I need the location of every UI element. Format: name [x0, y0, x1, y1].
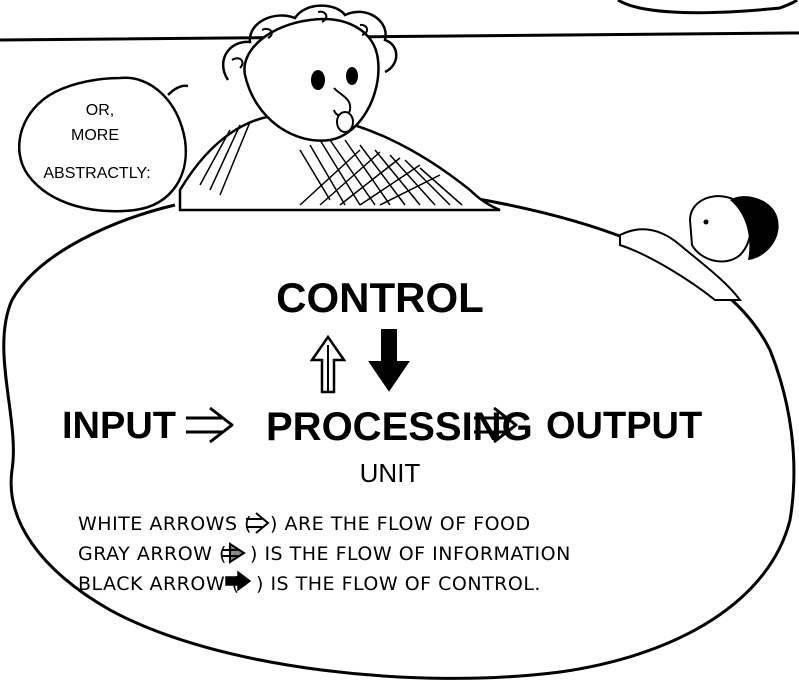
gray-arrow-up-icon: [309, 334, 347, 394]
input-label: INPUT: [62, 405, 176, 447]
panel-border-line: [0, 31, 799, 42]
white-arrow-output-icon: [474, 406, 518, 444]
legend-white-prefix: WHITE ARROWS (: [78, 513, 252, 535]
white-arrow-input-icon: [186, 406, 234, 444]
legend-gray-prefix: GRAY ARROW (: [78, 543, 227, 565]
speech-bubble: OR, MORE ABSTRACTLY:: [18, 76, 189, 213]
legend-white-arrow-icon: [246, 512, 270, 534]
processing-label: PROCESSING: [266, 405, 533, 449]
speech-line-1: OR,: [86, 102, 114, 119]
control-label: CONTROL: [276, 274, 484, 321]
small-character: [619, 195, 779, 301]
speech-line-2: MORE: [71, 127, 119, 144]
black-arrow-down-icon: [368, 329, 410, 392]
legend-white-suffix: ) ARE THE FLOW OF FOOD: [270, 513, 531, 535]
speech-line-3: ABSTRACTLY:: [43, 165, 150, 182]
legend-black-prefix: BLACK ARROW (: [78, 573, 240, 595]
legend: WHITE ARROWS ( ) ARE THE FLOW OF FOOD GR…: [78, 512, 571, 595]
professor-character: [178, 4, 501, 212]
legend-gray-suffix: ) IS THE FLOW OF INFORMATION: [250, 543, 571, 565]
previous-bubble-fragment: [617, 0, 799, 15]
legend-gray-arrow-icon: [222, 542, 246, 564]
output-label: OUTPUT: [546, 405, 702, 447]
unit-label: UNIT: [360, 458, 421, 488]
legend-black-suffix: ) IS THE FLOW OF CONTROL.: [256, 573, 541, 595]
legend-black-arrow-icon: [225, 570, 252, 592]
